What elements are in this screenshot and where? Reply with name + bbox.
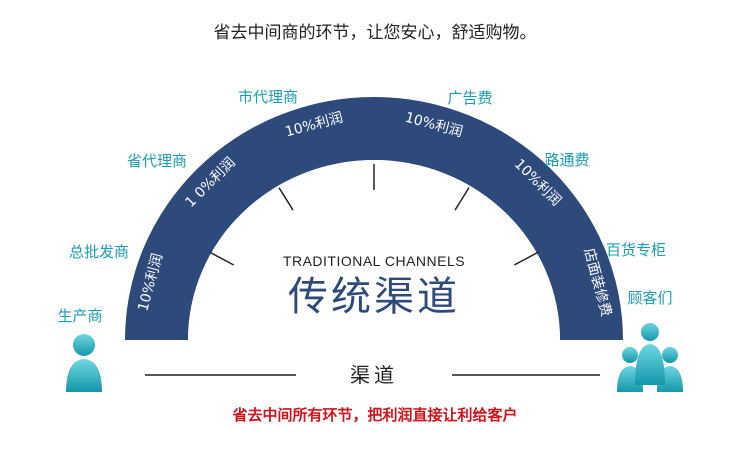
label-road-fee: 路通费 <box>544 151 589 169</box>
arch-subtitle: TRADITIONAL CHANNELS <box>283 253 465 269</box>
footer-slogan: 省去中间所有环节，把利润直接让利给客户 <box>231 406 517 424</box>
label-department-store: 百货专柜 <box>606 241 666 259</box>
arch-spokes <box>209 164 539 266</box>
arch-spoke <box>278 187 294 211</box>
channel-label: 渠道 <box>350 363 398 387</box>
label-customers: 顾客们 <box>627 289 672 307</box>
arch-spoke <box>209 251 235 266</box>
arch-inner <box>188 160 560 340</box>
arch-spoke <box>513 251 539 266</box>
customers-group-icon <box>617 323 683 392</box>
header-tagline: 省去中间商的环节，让您安心，舒适购物。 <box>214 23 537 43</box>
label-producer: 生产商 <box>57 307 102 325</box>
label-city-agent: 市代理商 <box>238 88 298 106</box>
producer-person-icon <box>66 334 102 392</box>
label-provincial-agent: 省代理商 <box>127 152 187 170</box>
arch-title: 传统渠道 <box>288 274 460 320</box>
arch-spoke <box>454 187 470 211</box>
label-wholesaler: 总批发商 <box>69 243 129 261</box>
arch-ring <box>125 97 623 340</box>
label-advertising-fee: 广告费 <box>447 89 492 107</box>
